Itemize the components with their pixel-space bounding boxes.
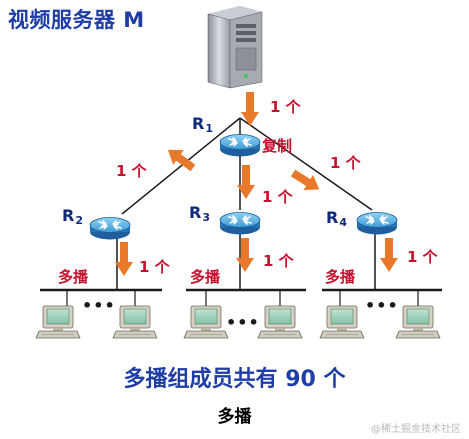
members-count-text: 多播组成员共有 90 个	[123, 367, 346, 392]
arrow-diagonal-right-icon	[290, 169, 320, 191]
one-copy-label: 1 个	[330, 154, 361, 172]
diagram-title: 视频服务器 M	[8, 8, 145, 32]
arrow-diagonal-left-icon	[167, 149, 196, 172]
computer-icon	[257, 305, 303, 339]
router-r2-label: R2	[62, 206, 83, 227]
router-r3-icon	[219, 211, 261, 236]
multicast-label: 多播	[58, 268, 89, 286]
multicast-label: 多播	[190, 268, 221, 286]
one-copy-label: 1 个	[262, 188, 293, 206]
computer-icon	[35, 305, 81, 339]
router-r2-icon	[89, 216, 131, 241]
one-copy-label: 1 个	[263, 252, 294, 270]
computer-icon	[183, 305, 229, 339]
multicast-label: 多播	[325, 268, 356, 286]
computer-icon	[319, 305, 365, 339]
server-icon	[207, 6, 263, 89]
lan-drops	[66, 290, 419, 306]
figure-caption: 多播	[217, 407, 252, 427]
one-copy-label: 1 个	[116, 162, 147, 180]
arrow-down-icon	[236, 238, 254, 272]
router-r4-icon	[356, 211, 398, 236]
one-copy-label: 1 个	[270, 98, 301, 116]
router-r1-icon	[219, 133, 261, 158]
copy-label: 复制	[262, 137, 293, 155]
router-r4-label: R4	[326, 208, 347, 229]
one-copy-label: 1 个	[407, 248, 438, 266]
router-r1-label: R1	[192, 114, 213, 135]
ellipsis: •••	[365, 296, 399, 315]
watermark: @稀土掘金技术社区	[371, 424, 461, 435]
ellipsis: •••	[226, 313, 260, 332]
router-r3-label: R3	[189, 203, 210, 224]
ellipsis: •••	[82, 296, 116, 315]
one-copy-label: 1 个	[139, 258, 170, 276]
computer-icon	[112, 305, 158, 339]
computer-icon	[395, 305, 441, 339]
arrow-down-icon	[380, 238, 398, 272]
